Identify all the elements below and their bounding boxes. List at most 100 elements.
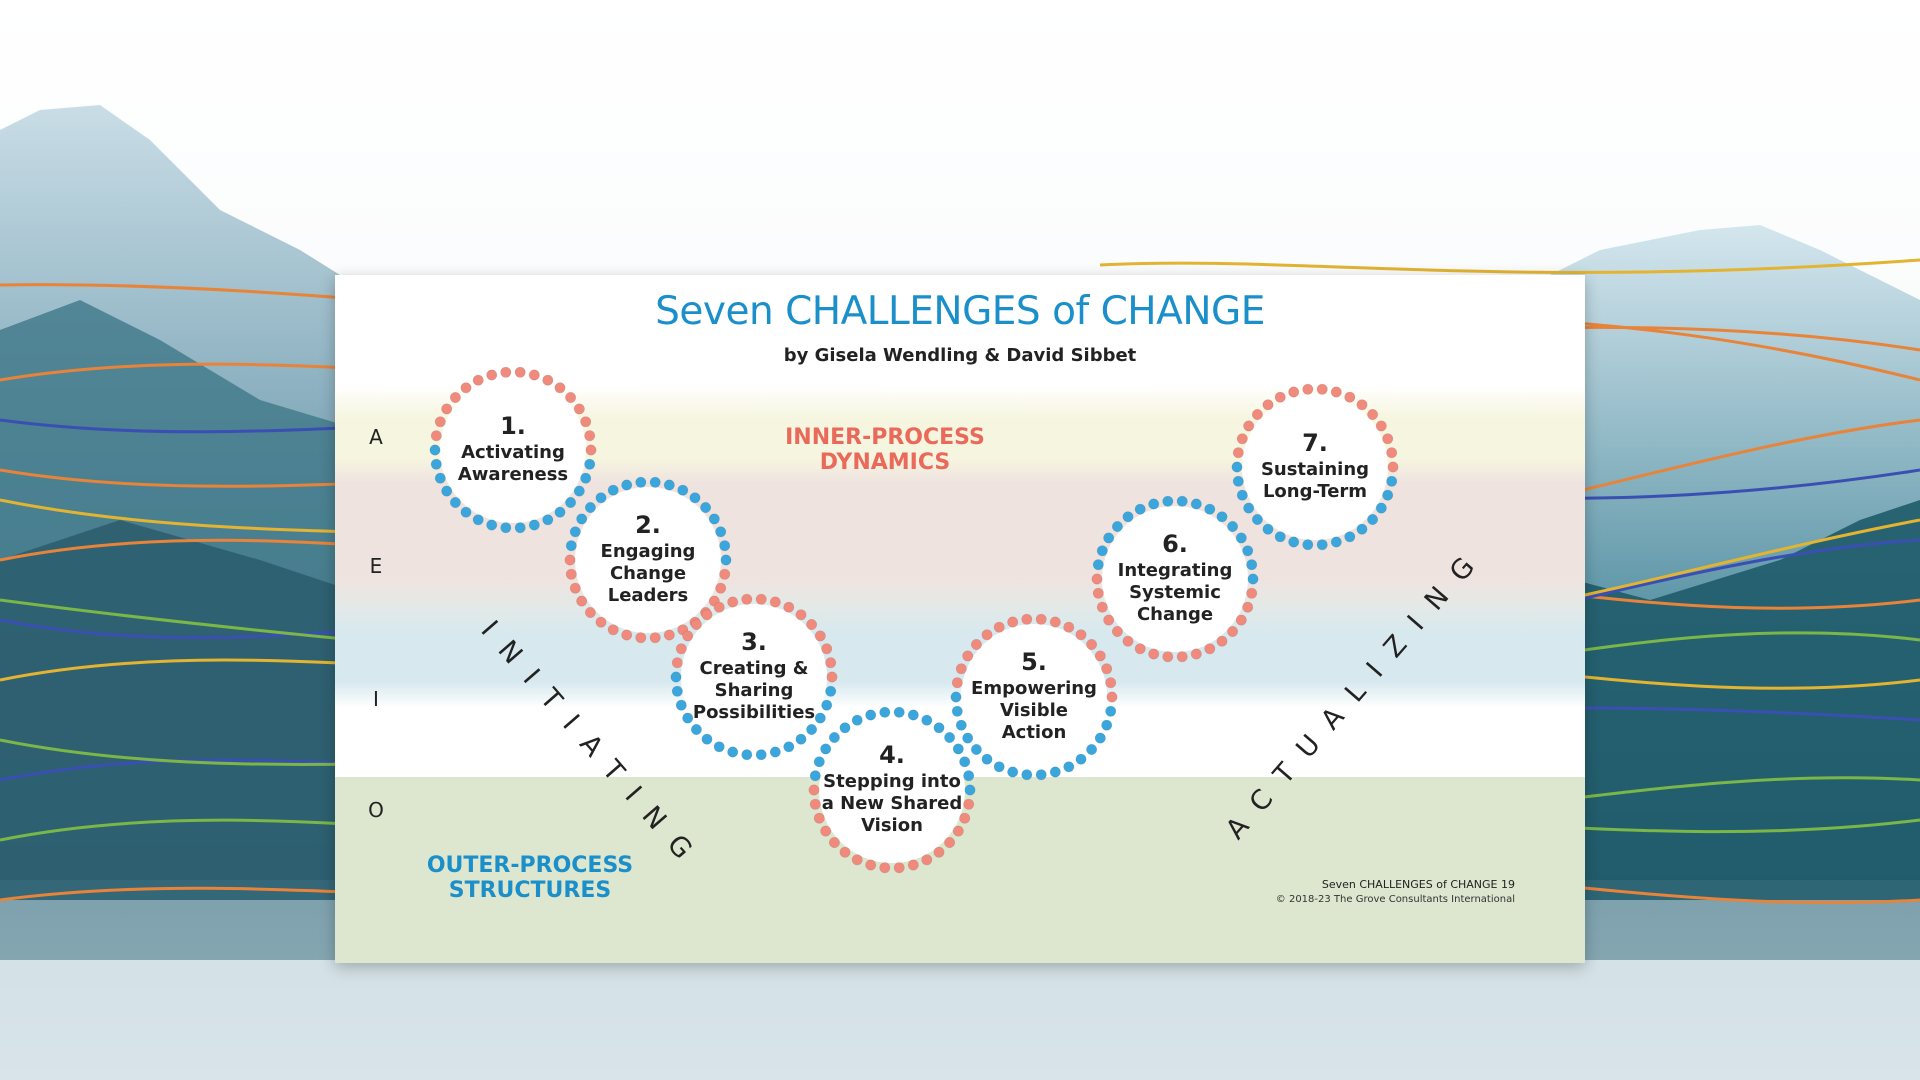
stage-3-title-line: Sharing <box>714 680 794 701</box>
stage-1-bead <box>441 485 453 497</box>
stage-6-number: 6. <box>1162 530 1188 558</box>
stage-1-bead <box>430 458 442 470</box>
stage-4-bead <box>963 770 975 782</box>
stage-4-bead <box>963 798 975 810</box>
stage-6-title-line: Systemic <box>1129 582 1221 603</box>
stage-6-bead <box>1247 573 1259 585</box>
stage-6-bead <box>1111 625 1123 637</box>
stage-7-bead <box>1302 539 1314 551</box>
stage-6-bead <box>1246 587 1258 599</box>
stage-2-bead <box>700 502 712 514</box>
stage-5-title-line: Empowering <box>971 678 1097 699</box>
stage-4-bead <box>879 862 891 874</box>
stage-3-bead <box>795 733 807 745</box>
stage-4-bead <box>828 731 840 743</box>
outer-label-line-1: OUTER-PROCESS <box>426 853 634 878</box>
stage-2-bead <box>595 616 607 628</box>
stage-4-bead <box>933 846 945 858</box>
stage-7-bead <box>1302 383 1314 395</box>
stage-6-bead <box>1176 495 1188 507</box>
stage-5-bead <box>1075 753 1087 765</box>
stage-1-bead <box>528 369 540 381</box>
stage-4-bead <box>893 862 905 874</box>
stage-circles <box>429 366 1399 874</box>
stage-5-bead <box>1086 638 1098 650</box>
stage-3-bead <box>825 657 837 669</box>
stage-1-circle <box>429 366 597 534</box>
stage-2-bead <box>708 513 720 525</box>
stage-1-bead <box>584 430 596 442</box>
stage-3-bead <box>670 671 682 683</box>
stage-2-number: 2. <box>635 511 661 539</box>
stage-2-bead <box>663 479 675 491</box>
stage-4-bead <box>952 743 964 755</box>
stage-3-circle <box>670 593 838 761</box>
stage-7-bead <box>1262 523 1274 535</box>
copyright-line: © 2018-23 The Grove Consultants Internat… <box>1275 894 1515 905</box>
stage-6-bead <box>1227 625 1239 637</box>
stage-3-bead <box>741 749 753 761</box>
stage-1-bead <box>554 506 566 518</box>
stage-7-bead <box>1367 409 1379 421</box>
stage-3-bead <box>783 601 795 613</box>
row-letter-o: O <box>368 798 384 822</box>
stage-4-bead <box>809 798 821 810</box>
stage-5-bead <box>962 732 974 744</box>
stage-3-bead <box>727 596 739 608</box>
stage-7-bead <box>1367 514 1379 526</box>
stage-6-bead <box>1235 532 1247 544</box>
stage-2-bead <box>663 629 675 641</box>
stage-7-bead <box>1316 383 1328 395</box>
stage-5-bead <box>1094 732 1106 744</box>
stage-7-bead <box>1251 409 1263 421</box>
stage-3-bead <box>671 657 683 669</box>
stage-5-bead <box>981 629 993 641</box>
stage-1-bead <box>460 506 472 518</box>
stage-5-bead <box>970 638 982 650</box>
stage-3-bead <box>755 749 767 761</box>
stage-6-fill <box>1102 506 1248 652</box>
stage-1-bead <box>573 485 585 497</box>
stage-4-bead <box>813 812 825 824</box>
stage-4-bead <box>808 784 820 796</box>
stage-2-bead <box>719 568 731 580</box>
stage-4-bead <box>865 709 877 721</box>
stage-7-bead <box>1382 489 1394 501</box>
stage-1-bead <box>430 430 442 442</box>
diagram-card: Seven CHALLENGES of CHANGE by Gisela Wen… <box>335 275 1585 963</box>
stage-2-bead <box>689 492 701 504</box>
stage-1-bead <box>573 403 585 415</box>
stage-6-bead <box>1096 601 1108 613</box>
stage-7-circle <box>1231 383 1399 551</box>
stage-7-bead <box>1231 461 1243 473</box>
stage-1-bead <box>580 416 592 428</box>
stage-5-bead <box>1094 650 1106 662</box>
stage-3-bead <box>701 609 713 621</box>
stage-6-bead <box>1162 651 1174 663</box>
stage-5-number: 5. <box>1021 648 1047 676</box>
stage-4-bead <box>893 706 905 718</box>
stage-3-bead <box>795 609 807 621</box>
row-letter-e: E <box>369 554 383 578</box>
row-letter-i: I <box>373 687 379 711</box>
stage-5-bead <box>955 719 967 731</box>
outer-process-label: OUTER-PROCESS STRUCTURES <box>380 853 680 903</box>
stage-4-bead <box>820 743 832 755</box>
stage-2-bead <box>607 484 619 496</box>
band-blue <box>335 603 1585 708</box>
stage-4-circle <box>808 706 976 874</box>
stage-6-bead <box>1091 573 1103 585</box>
stage-7-bead <box>1274 531 1286 543</box>
stage-4-bead <box>813 756 825 768</box>
stage-2-bead <box>719 540 731 552</box>
stage-1-bead <box>565 392 577 404</box>
stage-7-title-line: Sustaining <box>1260 459 1370 480</box>
stage-4-bead <box>839 846 851 858</box>
stage-3-bead <box>675 643 687 655</box>
stage-6-bead <box>1103 532 1115 544</box>
stage-2-title-line: Engaging <box>600 541 696 562</box>
stage-6-bead <box>1235 614 1247 626</box>
stage-7-bead <box>1356 523 1368 535</box>
stage-7-fill <box>1242 394 1388 540</box>
